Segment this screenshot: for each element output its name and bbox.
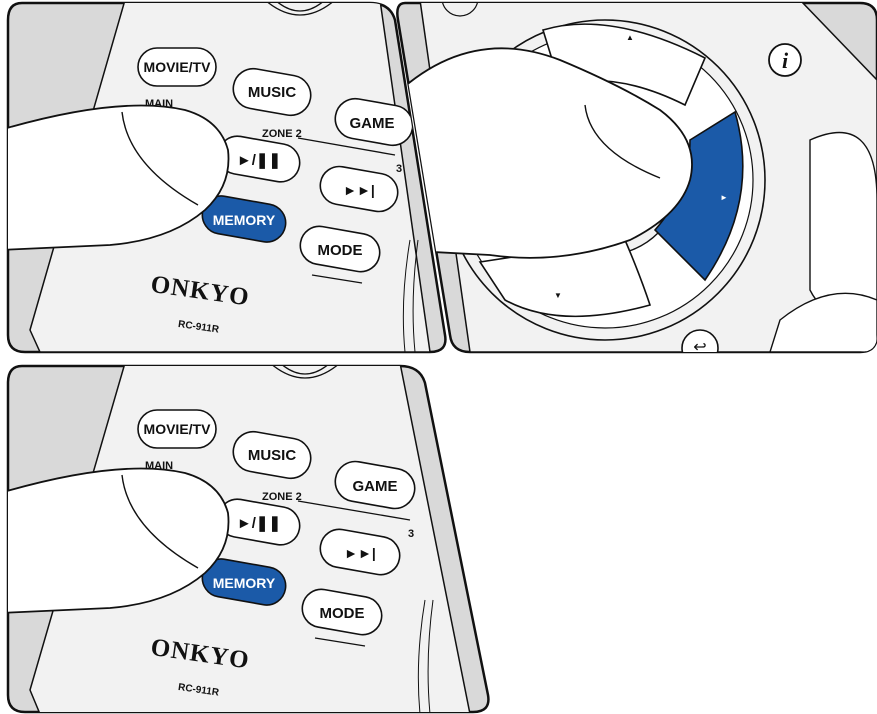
music-label: MUSIC <box>248 447 297 464</box>
right-arrow-icon: ► <box>720 193 728 202</box>
info-button[interactable]: i <box>769 44 801 76</box>
memory-label: MEMORY <box>213 212 276 228</box>
side-button[interactable] <box>810 133 877 313</box>
play-pause-label: ►/❚❚ <box>237 515 281 532</box>
zone2-label: ZONE 2 <box>262 491 302 503</box>
movie-tv-button[interactable]: MOVIE/TV <box>138 410 216 448</box>
down-arrow-icon: ▼ <box>554 291 562 300</box>
movie-tv-button[interactable]: MOVIE/TV <box>138 48 216 86</box>
mode-label: MODE <box>318 242 363 259</box>
panel-remote-memory-step2: MOVIE/TV MAIN MUSIC ZONE 2 GAME 3 ►/❚❚ ►… <box>0 363 488 714</box>
game-label: GAME <box>353 478 398 495</box>
play-pause-label: ►/❚❚ <box>237 152 281 169</box>
panel-cursor-right: ▲ ► ▼ i ↩ <box>395 0 877 366</box>
zone2-label: ZONE 2 <box>262 128 302 140</box>
return-button[interactable]: ↩ <box>682 330 718 366</box>
zone3-label: 3 <box>396 163 402 175</box>
game-label: GAME <box>350 115 395 132</box>
zone3-label: 3 <box>408 528 414 540</box>
movie-tv-label: MOVIE/TV <box>144 421 212 437</box>
movie-tv-label: MOVIE/TV <box>144 59 212 75</box>
mode-label: MODE <box>320 605 365 622</box>
music-label: MUSIC <box>248 84 297 101</box>
next-label: ►►| <box>343 182 375 198</box>
info-icon: i <box>782 48 789 73</box>
next-label: ►►| <box>344 545 376 561</box>
return-icon: ↩ <box>693 339 706 356</box>
up-arrow-icon: ▲ <box>626 33 634 42</box>
panel-remote-memory-step1: MOVIE/TV MAIN MUSIC ZONE 2 GAME 3 ►/❚❚ ►… <box>0 0 445 352</box>
memory-label: MEMORY <box>213 575 276 591</box>
